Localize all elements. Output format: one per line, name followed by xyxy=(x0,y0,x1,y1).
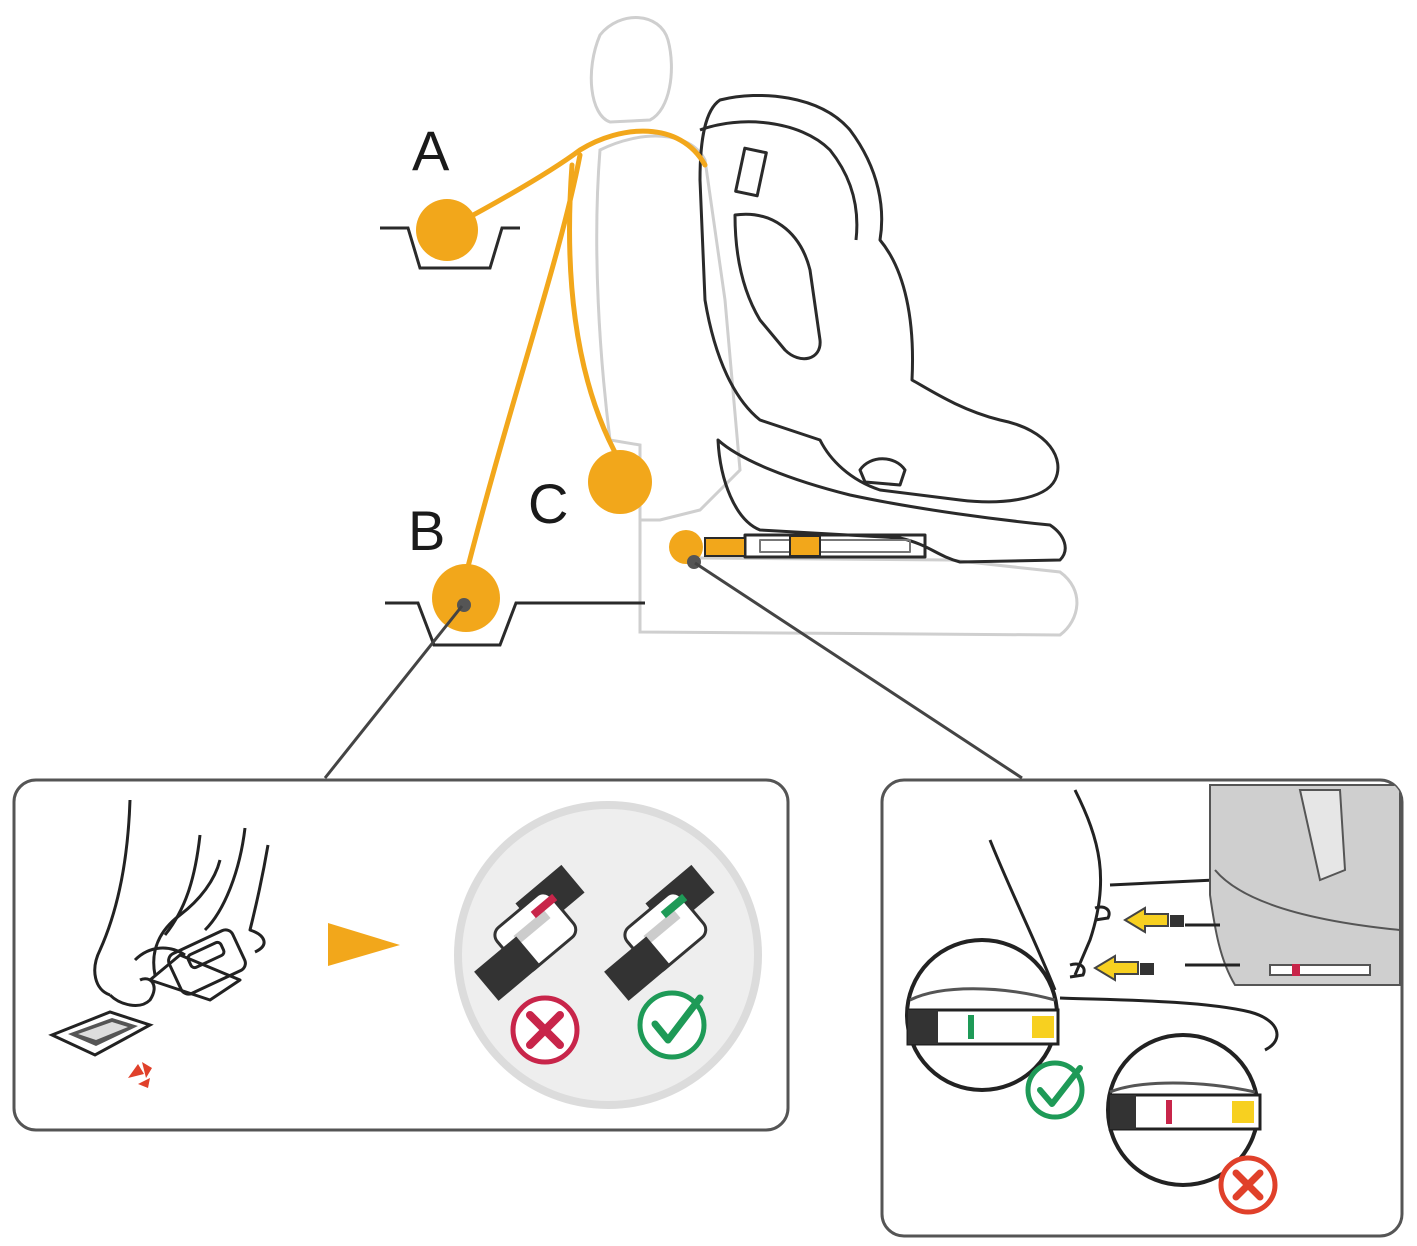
buckle-incorrect xyxy=(474,864,585,1065)
hand-buckling-illustration xyxy=(93,799,270,1007)
indicator-correct-magnifier xyxy=(905,938,1085,1120)
child-car-seat xyxy=(698,93,1067,564)
anchor-point-a: A xyxy=(380,119,520,270)
isofix-indicator-callout xyxy=(880,778,1404,1238)
indicator-incorrect-magnifier xyxy=(1106,1033,1278,1215)
isofix-connector xyxy=(704,535,821,557)
arrow-right-icon xyxy=(328,923,400,966)
anchor-point-b: B xyxy=(385,499,645,647)
buckle-correct xyxy=(604,864,715,1060)
label-b: B xyxy=(408,499,445,562)
vehicle-seat xyxy=(589,16,1079,637)
label-a: A xyxy=(412,119,450,182)
belt-buckle-callout xyxy=(12,778,790,1132)
buckle-receiver-illustration xyxy=(48,1010,154,1057)
buckle-comparison xyxy=(454,801,762,1109)
seat-belt-path xyxy=(452,128,708,593)
anchor-point-c: C xyxy=(528,450,652,535)
check-icon xyxy=(1025,1060,1085,1120)
callout-leader-lines xyxy=(323,561,1023,780)
label-c: C xyxy=(528,472,568,535)
click-indicator xyxy=(128,1062,152,1088)
connector-arrows xyxy=(1093,906,1184,982)
seat-base-illustration xyxy=(1209,784,1401,986)
